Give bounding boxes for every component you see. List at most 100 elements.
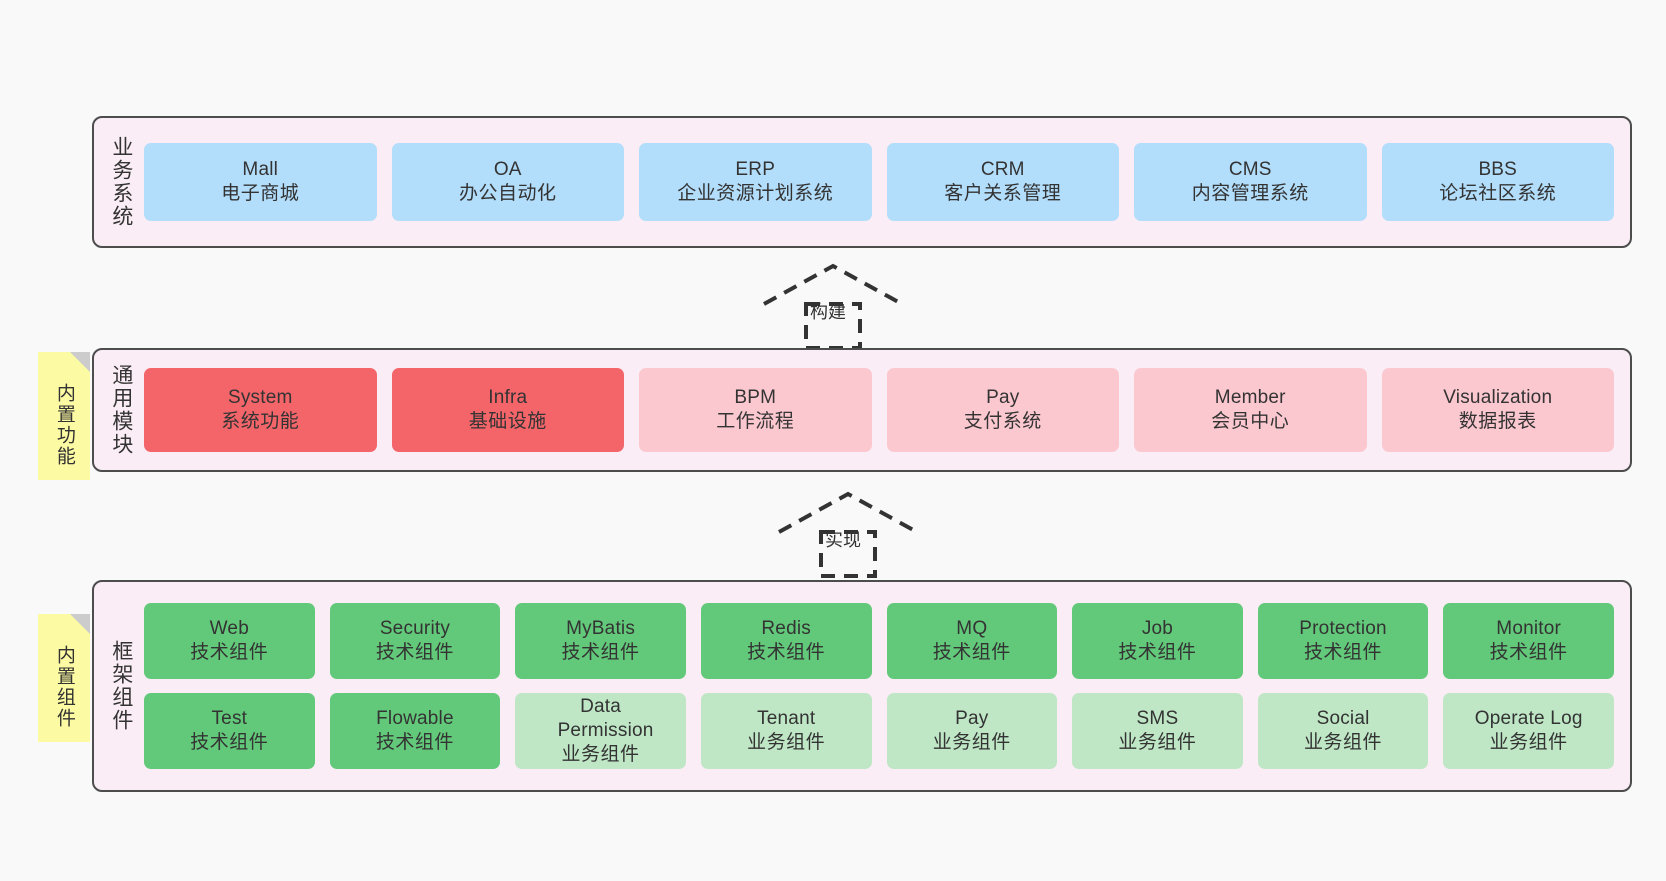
layer-body-framework-component: Web 技术组件 Security 技术组件 MyBatis 技术组件 Redi… — [138, 603, 1630, 769]
node-title: Visualization — [1443, 386, 1553, 408]
node-visualization[interactable]: Visualization 数据报表 — [1381, 368, 1614, 452]
node-subtitle: 业务组件 — [561, 744, 640, 766]
node-subtitle: 技术组件 — [1118, 642, 1197, 663]
sticky-note-builtin-components: 内置组件 — [38, 614, 90, 742]
node-mq[interactable]: MQ 技术组件 — [886, 603, 1058, 679]
arrow-implement: 实现 — [775, 490, 921, 578]
layer-framework-component: 框架组件 Web 技术组件 Security 技术组件 MyBatis 技术组件… — [92, 580, 1632, 792]
arrow-build: 构建 — [760, 262, 906, 350]
node-title: Tenant — [757, 707, 816, 729]
node-title: BBS — [1478, 158, 1518, 180]
node-title: MyBatis — [566, 617, 636, 639]
node-social[interactable]: Social 业务组件 — [1257, 693, 1429, 769]
node-title: Job — [1141, 617, 1174, 639]
node-crm[interactable]: CRM 客户关系管理 — [886, 143, 1119, 221]
node-redis[interactable]: Redis 技术组件 — [700, 603, 872, 679]
node-subtitle: 技术组件 — [190, 642, 269, 663]
node-subtitle: 业务组件 — [747, 732, 826, 753]
node-job[interactable]: Job 技术组件 — [1072, 603, 1243, 679]
node-web[interactable]: Web 技术组件 — [144, 603, 315, 679]
sticky-note-label: 内置组件 — [53, 645, 75, 729]
node-mybatis[interactable]: MyBatis 技术组件 — [515, 603, 686, 679]
node-subtitle: 支付系统 — [963, 411, 1042, 432]
arrow-shaft-implement — [819, 530, 877, 578]
node-subtitle: 技术组件 — [932, 642, 1011, 663]
node-subtitle: 技术组件 — [561, 642, 640, 663]
node-title: Operate Log — [1474, 707, 1583, 729]
layer-title-common-module: 通用模块 — [109, 364, 133, 456]
node-oa[interactable]: OA 办公自动化 — [391, 143, 624, 221]
node-test[interactable]: Test 技术组件 — [144, 693, 315, 769]
node-title: Social — [1316, 707, 1370, 729]
node-title: ERP — [735, 158, 776, 180]
node-title: System — [227, 386, 293, 408]
node-monitor[interactable]: Monitor 技术组件 — [1443, 603, 1614, 679]
node-title: Web — [209, 617, 249, 639]
node-subtitle: 工作流程 — [716, 411, 795, 432]
node-pay-module[interactable]: Pay 支付系统 — [886, 368, 1119, 452]
sticky-note-label: 内置功能 — [53, 383, 75, 467]
node-subtitle: 技术组件 — [375, 732, 454, 753]
node-subtitle: 内容管理系统 — [1191, 183, 1309, 204]
layer-body-business-system: Mall 电子商城 OA 办公自动化 ERP 企业资源计划系统 CRM 客户关系… — [138, 143, 1630, 221]
node-protection[interactable]: Protection 技术组件 — [1257, 603, 1429, 679]
common-module-row: System 系统功能 Infra 基础设施 BPM 工作流程 Pay 支付系统… — [144, 368, 1614, 452]
node-operate-log[interactable]: Operate Log 业务组件 — [1443, 693, 1614, 769]
node-title: Data Permission — [557, 695, 654, 741]
node-title: Redis — [761, 617, 811, 639]
node-title: Member — [1214, 386, 1286, 408]
node-title: Mall — [242, 158, 279, 180]
node-subtitle: 技术组件 — [747, 642, 826, 663]
node-title: MQ — [956, 617, 988, 639]
node-subtitle: 技术组件 — [190, 732, 269, 753]
node-erp[interactable]: ERP 企业资源计划系统 — [639, 143, 872, 221]
layer-common-module: 通用模块 System 系统功能 Infra 基础设施 BPM 工作流程 Pay… — [92, 348, 1632, 472]
node-subtitle: 技术组件 — [1304, 642, 1383, 663]
node-subtitle: 会员中心 — [1211, 411, 1290, 432]
node-title: SMS — [1136, 707, 1179, 729]
node-subtitle: 基础设施 — [468, 411, 547, 432]
node-flowable[interactable]: Flowable 技术组件 — [329, 693, 501, 769]
business-component-row: Test 技术组件 Flowable 技术组件 Data Permission … — [144, 693, 1614, 769]
arrow-label-implement: 实现 — [825, 530, 861, 550]
node-title: CMS — [1228, 158, 1272, 180]
sticky-note-builtin-functions: 内置功能 — [38, 352, 90, 480]
node-title: Infra — [488, 386, 528, 408]
node-subtitle: 业务组件 — [1118, 732, 1197, 753]
node-title: Monitor — [1496, 617, 1562, 639]
node-pay-component[interactable]: Pay 业务组件 — [886, 693, 1058, 769]
node-subtitle: 客户关系管理 — [944, 183, 1062, 204]
sticky-fold-icon — [70, 352, 90, 372]
node-subtitle: 企业资源计划系统 — [677, 183, 834, 204]
node-cms[interactable]: CMS 内容管理系统 — [1134, 143, 1367, 221]
node-title: Pay — [955, 707, 989, 729]
node-infra[interactable]: Infra 基础设施 — [391, 368, 624, 452]
node-sms[interactable]: SMS 业务组件 — [1072, 693, 1243, 769]
node-subtitle: 业务组件 — [1489, 732, 1568, 753]
node-system[interactable]: System 系统功能 — [144, 368, 377, 452]
node-bpm[interactable]: BPM 工作流程 — [639, 368, 872, 452]
node-tenant[interactable]: Tenant 业务组件 — [700, 693, 872, 769]
business-system-row: Mall 电子商城 OA 办公自动化 ERP 企业资源计划系统 CRM 客户关系… — [144, 143, 1614, 221]
layer-title-business-system: 业务系统 — [109, 136, 133, 228]
node-data-permission[interactable]: Data Permission 业务组件 — [515, 693, 686, 769]
node-title: Test — [211, 707, 248, 729]
node-title: Security — [379, 617, 451, 639]
node-subtitle: 论坛社区系统 — [1439, 183, 1557, 204]
node-subtitle: 数据报表 — [1458, 411, 1537, 432]
node-subtitle: 业务组件 — [1304, 732, 1383, 753]
arrow-head-triangle-implement — [778, 491, 918, 534]
node-title: BPM — [734, 386, 777, 408]
arrow-head-triangle-build — [763, 263, 903, 306]
node-bbs[interactable]: BBS 论坛社区系统 — [1381, 143, 1614, 221]
node-title: OA — [493, 158, 522, 180]
arrow-label-build: 构建 — [810, 302, 846, 322]
node-security[interactable]: Security 技术组件 — [329, 603, 501, 679]
node-title: CRM — [980, 158, 1025, 180]
node-title: Flowable — [376, 707, 454, 729]
node-subtitle: 技术组件 — [1489, 642, 1568, 663]
node-mall[interactable]: Mall 电子商城 — [144, 143, 377, 221]
node-subtitle: 办公自动化 — [458, 183, 557, 204]
node-member[interactable]: Member 会员中心 — [1134, 368, 1367, 452]
